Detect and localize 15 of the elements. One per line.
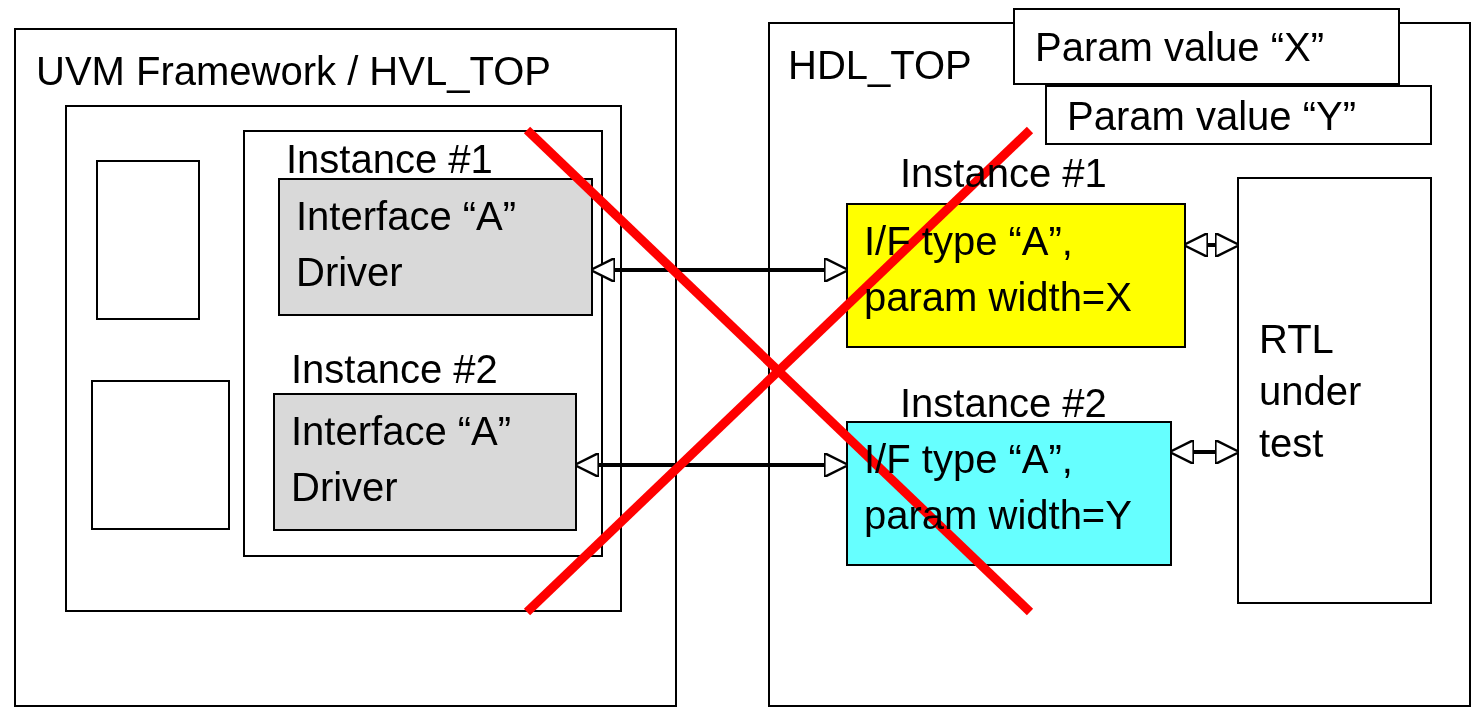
driver-box: Interface “A” Driver	[278, 178, 593, 316]
instance-label: Instance #2	[291, 346, 498, 392]
instance-container-box	[243, 130, 603, 557]
frame-box	[14, 28, 677, 707]
inner-box	[65, 105, 622, 612]
empty-box	[96, 160, 200, 320]
empty-box	[91, 380, 230, 530]
frame-box	[768, 22, 1471, 707]
driver-box: Interface “A” Driver	[273, 393, 577, 531]
frame-title: UVM Framework / HVL_TOP	[36, 48, 551, 94]
interface-box: I/F type “A”, param width=X	[846, 203, 1186, 348]
rtl-box: RTL under test	[1237, 177, 1432, 604]
param-tag: Param value “X”	[1013, 8, 1400, 85]
frame-title: HDL_TOP	[788, 42, 972, 88]
param-tag: Param value “Y”	[1045, 85, 1432, 145]
